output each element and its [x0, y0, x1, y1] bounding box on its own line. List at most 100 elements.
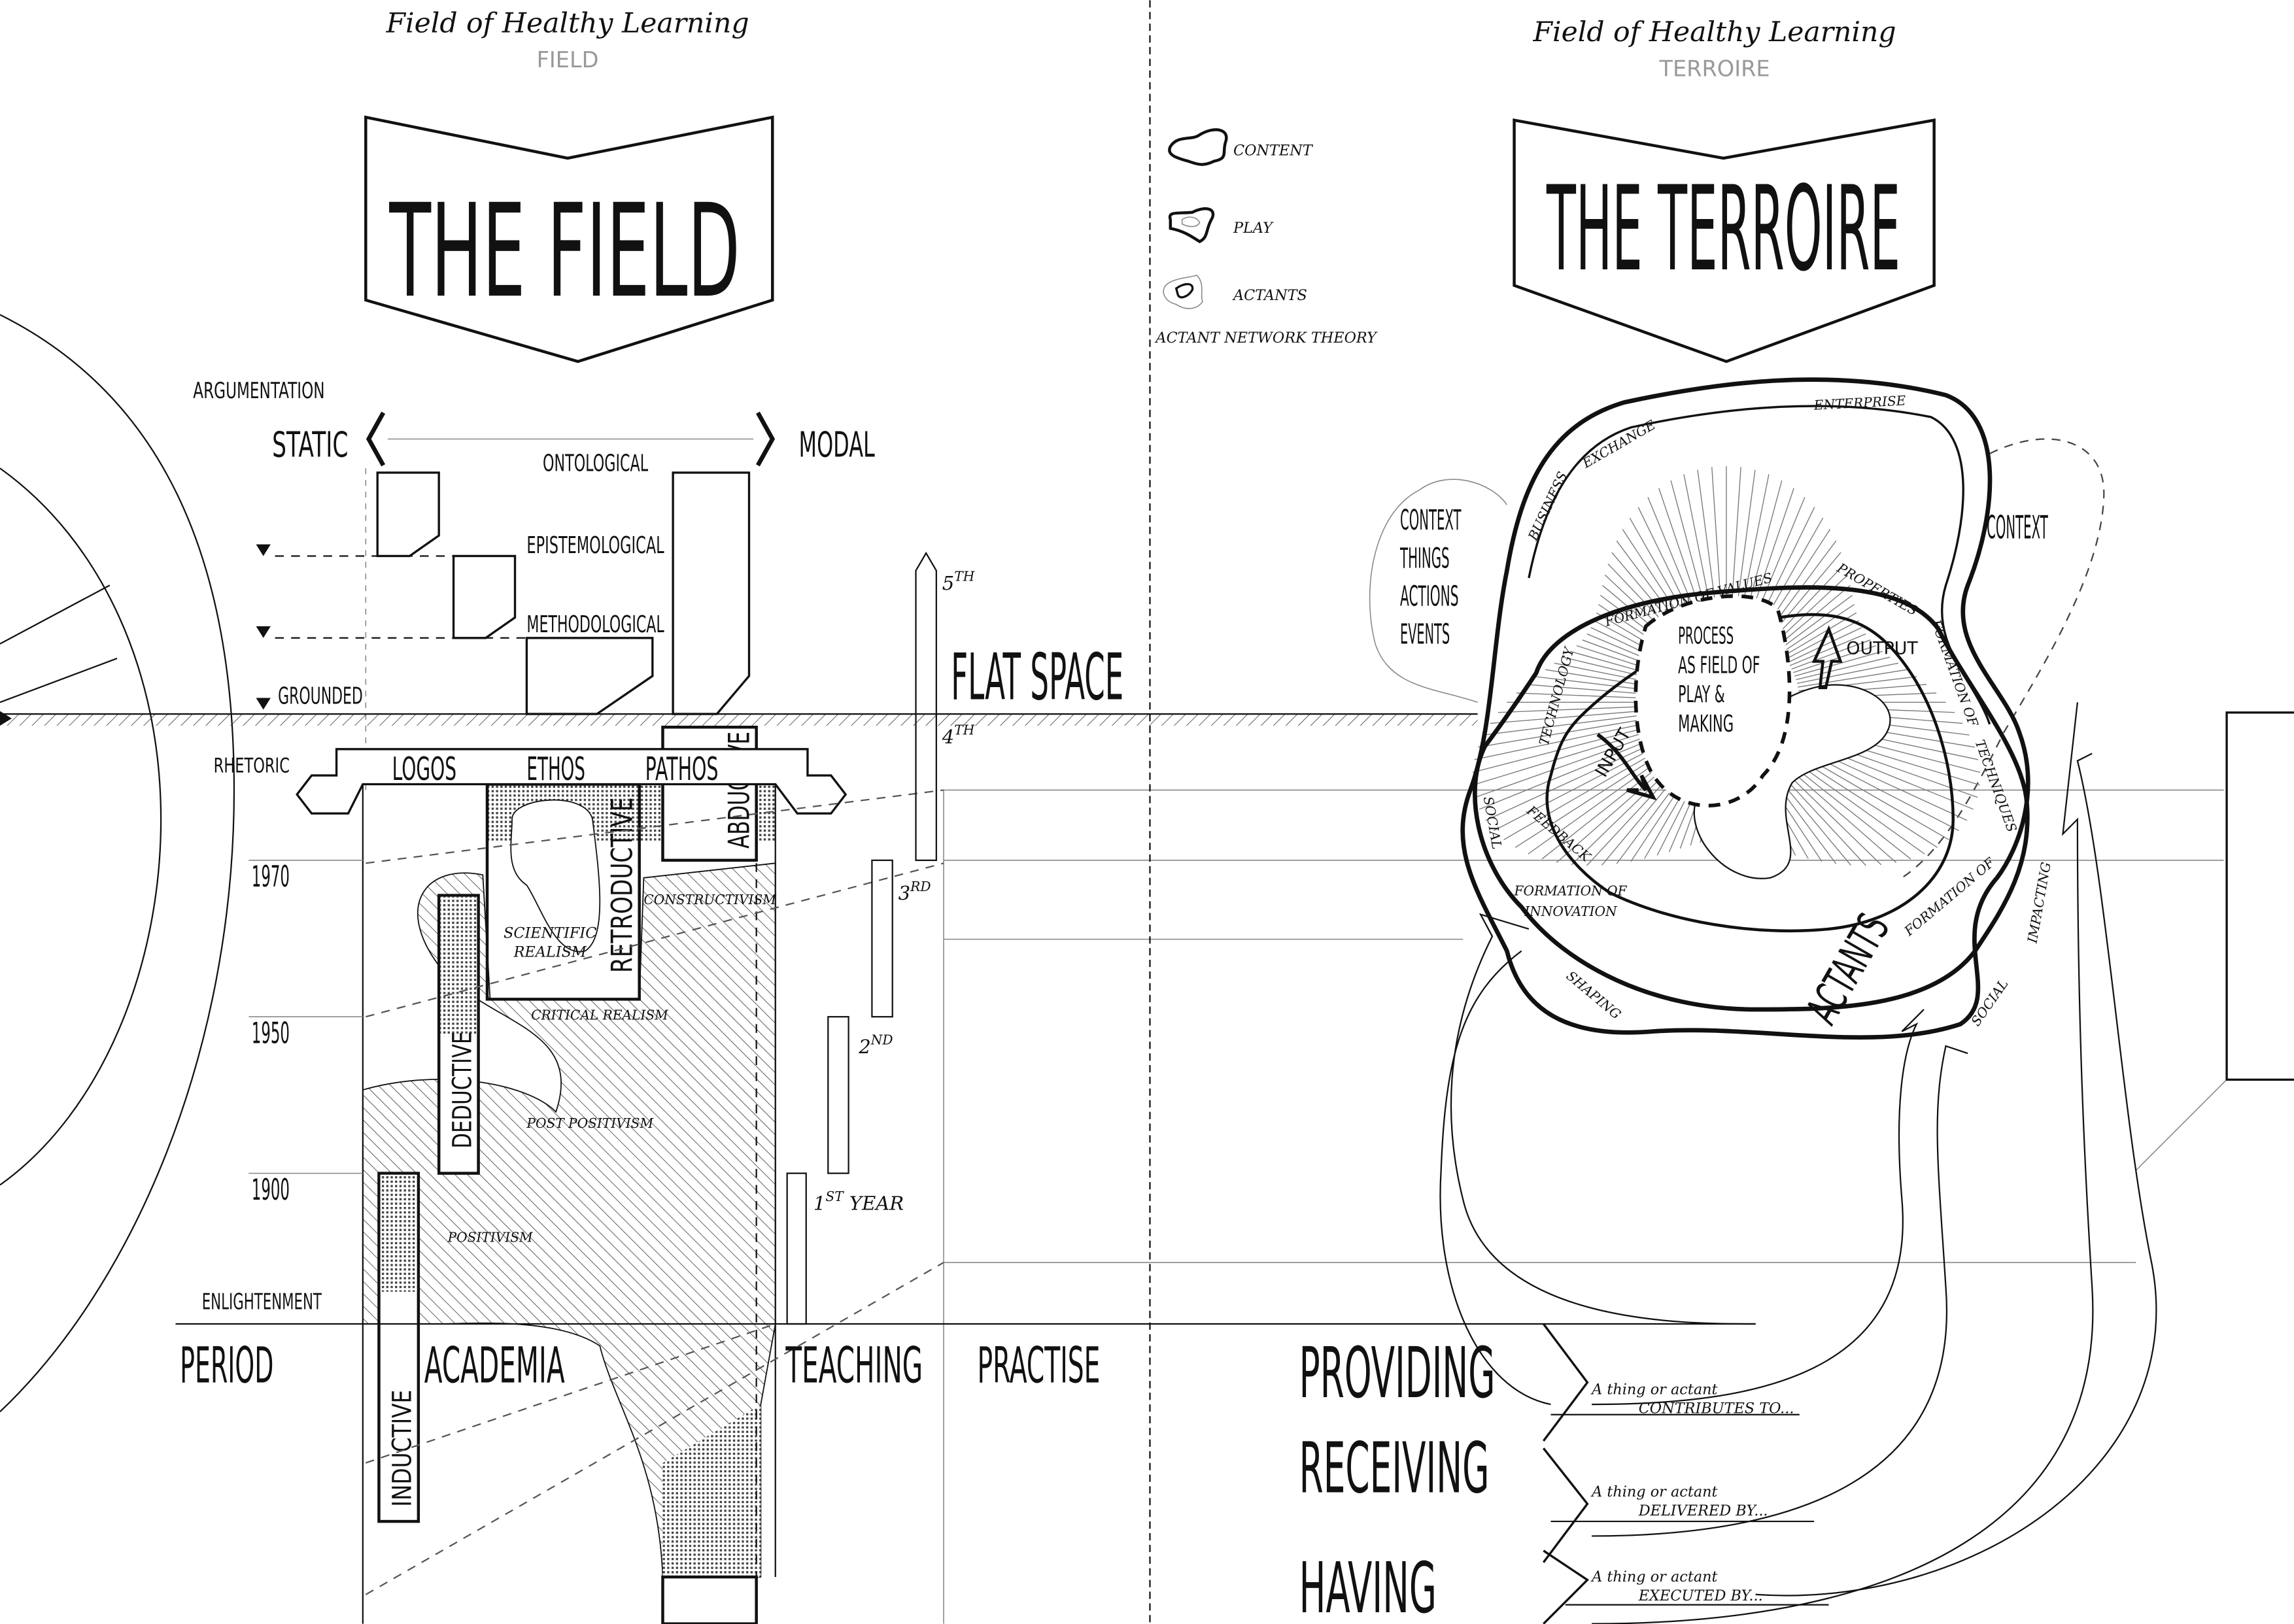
relations: PROVIDING A thing or actant CONTRIBUTES …	[1299, 1323, 1829, 1624]
flow-arrows	[1439, 702, 2157, 1624]
year-axis: 1970 1950 1900	[252, 860, 290, 1207]
label-impacting: IMPACTING	[2024, 861, 2054, 945]
legend-caption: ACTANT NETWORK THEORY	[1154, 330, 1378, 347]
crosshatch-region	[662, 1404, 761, 1578]
argumentation-label: ARGUMENTATION	[193, 377, 324, 403]
field-subheader: FIELD	[537, 47, 599, 73]
hatch-line	[1494, 741, 1666, 832]
scientific-realism-label-1: SCIENTIFIC	[504, 924, 596, 941]
hatch-line	[1473, 728, 1658, 786]
year-label-2: 2ND	[858, 1032, 893, 1058]
modal-label: MODAL	[799, 425, 876, 465]
inner-arc	[0, 467, 162, 1186]
hatch-line	[1794, 651, 1883, 677]
year-1950: 1950	[252, 1017, 290, 1051]
hatch-line	[1785, 620, 1859, 660]
hatch-line	[1515, 748, 1670, 848]
year-bar-2	[827, 1016, 849, 1174]
deductive-label: DEDUCTIVE	[447, 1032, 477, 1149]
epistemological-marker	[452, 554, 517, 639]
relation-verb-having: HAVING	[1299, 1548, 1437, 1624]
relation-tail: CONTRIBUTES TO...	[1639, 1400, 1794, 1417]
process-label: PROCESS AS FIELD OF PLAY & MAKING	[1678, 622, 1760, 737]
retroductive-label: RETRODUCTIVE	[606, 798, 640, 973]
column-teaching: TEACHING	[785, 1337, 923, 1395]
terroire-banner	[1513, 118, 1936, 364]
logos-label: LOGOS	[392, 751, 456, 788]
hatch-line	[1777, 595, 1853, 651]
content-blob-icon	[1168, 128, 1228, 166]
label-actants: ACTANTS	[1796, 905, 1899, 1032]
enlightenment-label: ENLIGHTENMENT	[202, 1289, 322, 1315]
relation-tail: DELIVERED BY...	[1638, 1502, 1768, 1519]
column-academia: ACADEMIA	[424, 1337, 565, 1395]
context-list: CONTEXT THINGS ACTIONS EVENTS	[1399, 503, 1462, 651]
outer-ring	[1460, 377, 2030, 1040]
hatch-line	[1475, 732, 1660, 798]
context-right-label: CONTEXT	[1987, 509, 2048, 547]
year-1900: 1900	[252, 1174, 290, 1208]
year-label-5: 5TH	[942, 569, 975, 594]
hatch-line	[1796, 656, 1891, 681]
label-output: OUTPUT	[1846, 638, 1918, 658]
legend: CONTENT PLAY ACTANTS ACTANT NETWORK THEO…	[1154, 128, 1378, 347]
label-formation-innovation: FORMATION OF	[1514, 883, 1628, 899]
label-shaping: SHAPING	[1564, 968, 1624, 1022]
right-edge-box	[2225, 711, 2294, 1081]
hatch-line	[1503, 745, 1668, 840]
hatch-line	[1526, 684, 1654, 696]
year-1970: 1970	[252, 860, 290, 894]
hatch-line	[1474, 720, 1656, 760]
context-item: THINGS	[1399, 542, 1449, 575]
hatch-line	[1787, 627, 1862, 663]
chevron-left-icon	[366, 411, 386, 467]
hatch-line	[1472, 724, 1657, 773]
hatch-line	[1798, 669, 1908, 688]
label-feedback: FEEDBACK	[1523, 802, 1594, 865]
process-dashed-boundary	[1634, 594, 1792, 808]
label-exchange: EXCHANGE	[1579, 416, 1658, 471]
ontological-label: ONTOLOGICAL	[543, 450, 648, 477]
methodological-label: METHODOLOGICAL	[526, 611, 664, 638]
relation-lead: A thing or actant	[1590, 1381, 1718, 1398]
hatch-line	[1498, 705, 1654, 713]
scientific-realism-label-2: REALISM	[513, 943, 587, 960]
outer-arc	[0, 314, 235, 1413]
relation-verb-providing: PROVIDING	[1299, 1332, 1496, 1413]
middle-ring	[1473, 585, 2030, 1012]
triangle-icon	[256, 698, 271, 710]
chevron-right-icon	[755, 411, 776, 467]
hatch-line	[1479, 735, 1662, 810]
ontological-marker	[376, 471, 440, 558]
constructivism-label: CONSTRUCTIVISM	[643, 892, 777, 907]
ethos-label: ETHOS	[526, 751, 585, 788]
relation-tail: EXECUTED BY...	[1638, 1587, 1763, 1604]
field-banner	[364, 115, 774, 364]
year-bar-4-arrow	[915, 551, 937, 861]
field-banner-title: THE FIELD	[389, 177, 740, 327]
process-line: AS FIELD OF	[1678, 651, 1760, 679]
process-line: MAKING	[1678, 710, 1734, 737]
field-header: Field of Healthy Learning	[386, 8, 749, 40]
positivism-region	[362, 862, 776, 1578]
hatch-line	[1796, 662, 1899, 684]
label-formation-innovation: INNOVATION	[1524, 904, 1618, 919]
hatch-line	[1483, 713, 1654, 736]
output-arrow-icon	[1811, 625, 1843, 690]
year-label-3: 3RD	[899, 879, 931, 904]
critical-realism-label: CRITICAL REALISM	[531, 1007, 669, 1023]
label-formation-techniques: FORMATION OF	[1928, 617, 1981, 730]
rhetoric-label: RHETORIC	[214, 754, 290, 778]
flat-space-label: FLAT SPACE	[951, 641, 1123, 715]
process-line: PROCESS	[1678, 622, 1734, 650]
hatch-line	[1516, 692, 1654, 700]
modal-marker	[672, 471, 751, 715]
triangle-icon	[256, 626, 271, 638]
terroire-subheader: TERROIRE	[1658, 56, 1770, 82]
hatch-line	[1789, 633, 1866, 666]
hatch-line	[1490, 709, 1654, 724]
relation-lead: A thing or actant	[1590, 1483, 1718, 1500]
static-label: STATIC	[272, 424, 348, 465]
triangle-icon	[256, 544, 271, 556]
epistemological-label: EPISTEMOLOGICAL	[526, 532, 664, 560]
